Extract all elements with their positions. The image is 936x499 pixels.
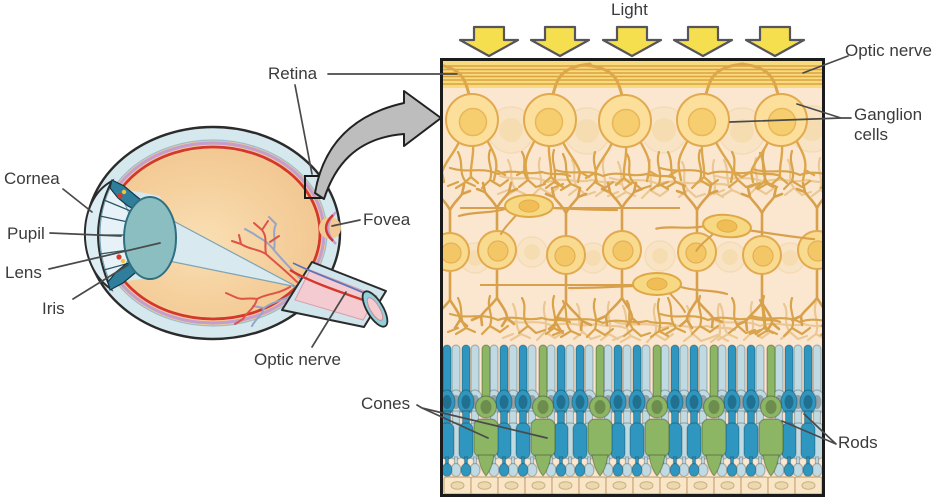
- leader-line-optic-nerve-panel: [802, 55, 849, 74]
- leader-line-lens: [48, 242, 161, 270]
- label-iris: Iris: [42, 299, 65, 318]
- bipolar-cell-layer: [443, 181, 822, 344]
- leader-line-pupil: [49, 232, 122, 237]
- label-ganglion-cells: Ganglion cells: [854, 105, 923, 145]
- pigment-epithelium: [443, 476, 822, 494]
- leader-line-cornea: [62, 188, 93, 213]
- leader-line-cones: [416, 404, 548, 439]
- panel-border: [440, 58, 825, 497]
- lens-shape: [123, 196, 177, 280]
- label-optic-nerve-eye: Optic nerve: [254, 350, 341, 369]
- leader-line-retina: [294, 73, 458, 175]
- leader-line-rods: [781, 413, 837, 445]
- optic-nerve-stalk: [281, 261, 389, 328]
- fovea-notch: [319, 211, 341, 245]
- label-fovea: Fovea: [363, 210, 411, 229]
- leader-lines: [48, 55, 852, 445]
- label-lens: Lens: [5, 263, 42, 282]
- label-cones: Cones: [361, 394, 411, 413]
- leader-line-optic-nerve-eye: [311, 291, 347, 348]
- retina-panel: [443, 61, 822, 494]
- optic-fiber-layer: [443, 61, 822, 88]
- label-light: Light: [611, 0, 648, 19]
- light-arrows: [458, 25, 806, 58]
- zoom-arrow: [314, 90, 442, 200]
- leader-line-fovea: [331, 219, 361, 227]
- label-rods: Rods: [838, 433, 878, 452]
- eye-cross-section: [84, 125, 389, 341]
- label-cornea: Cornea: [4, 169, 60, 188]
- label-retina: Retina: [268, 64, 318, 83]
- ciliary-spots: [116, 189, 127, 264]
- leader-line-iris: [72, 264, 129, 300]
- label-pupil: Pupil: [7, 224, 45, 243]
- label-optic-nerve-panel: Optic nerve: [845, 41, 932, 60]
- leader-line-ganglion-cells: [729, 103, 852, 123]
